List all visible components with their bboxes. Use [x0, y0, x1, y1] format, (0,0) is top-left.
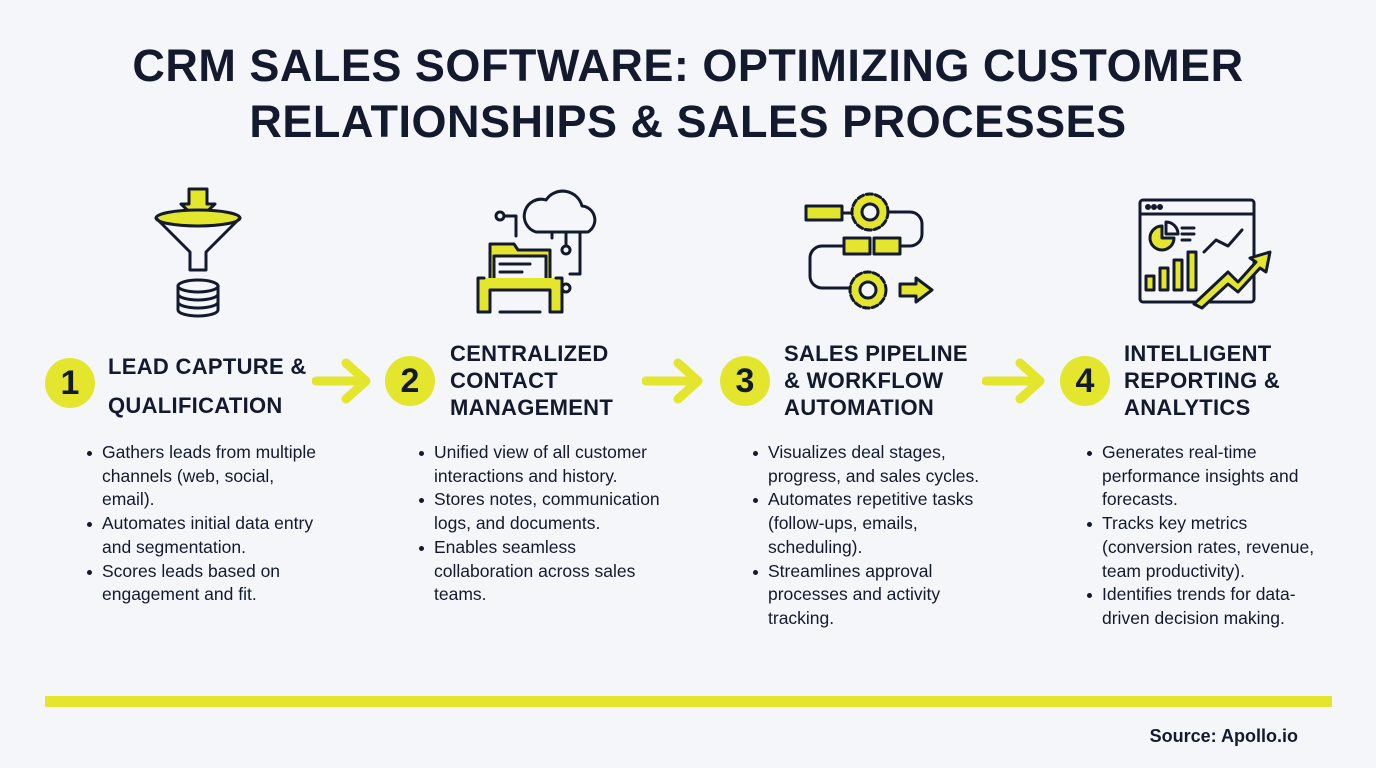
title-line-2: RELATIONSHIPS & SALES PROCESSES: [249, 96, 1127, 147]
analytics-dashboard-icon: [1138, 198, 1272, 310]
list-item: Tracks key metrics (conversion rates, re…: [1085, 512, 1320, 583]
step-1-badge: 1: [45, 358, 95, 408]
step-2-bullets: Unified view of all customer interaction…: [417, 441, 662, 607]
list-item: Automates repetitive tasks (follow-ups, …: [751, 488, 996, 559]
list-item: Generates real-time performance insights…: [1085, 441, 1320, 512]
source-credit: Source: Apollo.io: [1149, 726, 1298, 746]
list-item: Automates initial data entry and segment…: [85, 512, 330, 559]
title-line-1: CRM SALES SOFTWARE: OPTIMIZING CUSTOMER: [132, 40, 1244, 91]
step-2-title: CENTRALIZED CONTACT MANAGEMENT: [450, 341, 614, 420]
cloud-rolodex-icon: [476, 189, 597, 314]
list-item: Scores leads based on engagement and fit…: [85, 560, 330, 607]
step-1-title: LEAD CAPTURE & QUALIFICATION: [108, 354, 307, 418]
step-3-badge: 3: [720, 356, 770, 406]
step-4-bullets: Generates real-time performance insights…: [1085, 441, 1320, 631]
arrow-right-icon: [312, 358, 371, 404]
list-item: Identifies trends for data-driven decisi…: [1085, 583, 1320, 630]
step-1-bullets: Gathers leads from multiple channels (we…: [85, 441, 330, 607]
arrow-right-icon: [642, 358, 703, 404]
list-item: Streamlines approval processes and activ…: [751, 560, 996, 631]
divider: [45, 696, 1332, 707]
step-3-title: SALES PIPELINE & WORKFLOW AUTOMATION: [784, 341, 968, 420]
list-item: Stores notes, communication logs, and do…: [417, 488, 662, 535]
arrow-right-icon: [982, 358, 1045, 404]
funnel-database-icon: [154, 187, 242, 318]
list-item: Unified view of all customer interaction…: [417, 441, 662, 488]
list-item: Gathers leads from multiple channels (we…: [85, 441, 330, 512]
list-item: Enables seamless collaboration across sa…: [417, 536, 662, 607]
list-item: Visualizes deal stages, progress, and sa…: [751, 441, 996, 488]
gears-workflow-icon: [804, 192, 934, 310]
step-4-title: INTELLIGENT REPORTING & ANALYTICS: [1124, 341, 1281, 420]
page-title: CRM SALES SOFTWARE: OPTIMIZING CUSTOMER …: [0, 38, 1376, 150]
step-2-badge: 2: [385, 356, 435, 406]
step-4-badge: 4: [1060, 356, 1110, 406]
step-3-bullets: Visualizes deal stages, progress, and sa…: [751, 441, 996, 631]
